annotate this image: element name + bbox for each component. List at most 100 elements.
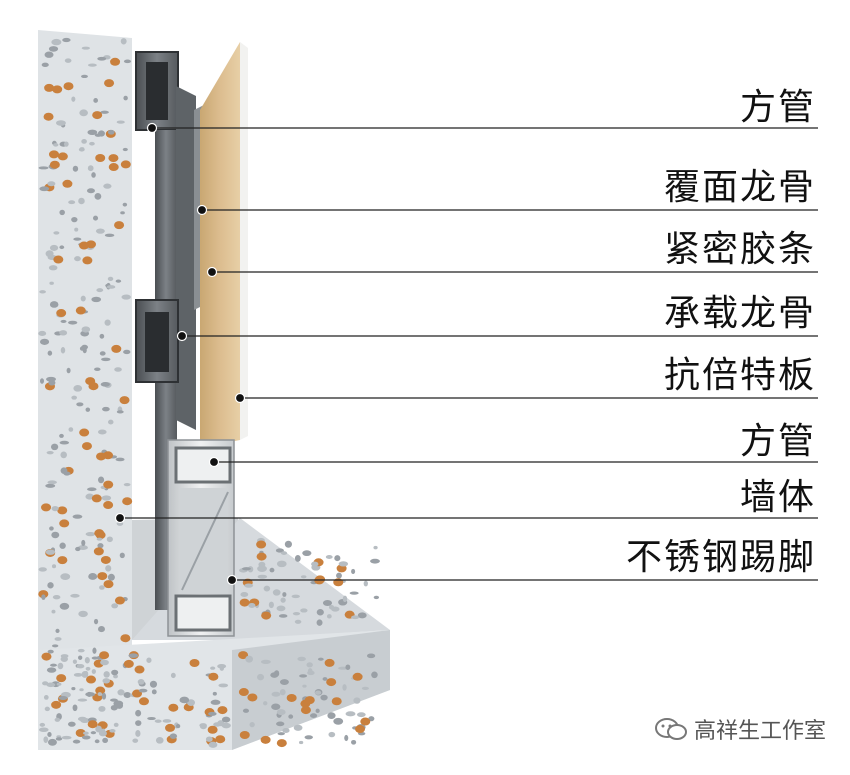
- aggregate-speck: [61, 735, 72, 740]
- aggregate-speck: [103, 451, 114, 460]
- watermark: 高祥生工作室: [654, 713, 826, 745]
- aggregate-speck: [351, 568, 356, 575]
- aggregate-speck: [91, 172, 96, 178]
- aggregate-speck: [249, 722, 255, 728]
- aggregate-speck: [50, 443, 59, 451]
- aggregate-speck: [55, 737, 63, 741]
- aggregate-speck: [59, 433, 64, 438]
- aggregate-speck: [56, 674, 67, 683]
- aggregate-speck: [105, 565, 112, 572]
- aggregate-speck: [84, 671, 89, 676]
- aggregate-speck: [93, 215, 99, 221]
- skirting-tube-top: [174, 446, 232, 484]
- aggregate-speck: [60, 346, 66, 354]
- aggregate-speck: [43, 112, 54, 121]
- aggregate-speck: [107, 573, 115, 581]
- aggregate-speck: [304, 696, 315, 705]
- aggregate-speck: [302, 550, 312, 557]
- aggregate-speck: [94, 192, 102, 200]
- aggregate-speck: [123, 95, 128, 101]
- aggregate-speck: [81, 735, 91, 740]
- aggregate-speck: [138, 697, 149, 706]
- aggregate-speck: [208, 711, 217, 716]
- aggregate-speck: [84, 657, 90, 664]
- aggregate-speck: [46, 682, 56, 688]
- aggregate-speck: [51, 38, 62, 46]
- aggregate-speck: [77, 698, 88, 702]
- aggregate-speck: [81, 139, 87, 144]
- aggregate-speck: [83, 731, 89, 735]
- aggregate-speck: [286, 693, 297, 702]
- aggregate-speck: [51, 531, 60, 539]
- aggregate-speck: [316, 609, 324, 616]
- aggregate-speck: [44, 83, 55, 92]
- aggregate-speck: [86, 675, 97, 684]
- aggregate-speck: [52, 85, 63, 94]
- aggregate-speck: [94, 529, 105, 538]
- aggregate-speck: [344, 734, 349, 742]
- aggregate-speck: [107, 129, 115, 135]
- aggregate-speck: [57, 506, 68, 515]
- aggregate-speck: [106, 536, 113, 543]
- aggregate-speck: [135, 720, 142, 726]
- aggregate-speck: [215, 735, 226, 744]
- aggregate-speck: [134, 665, 145, 674]
- aggregate-speck: [327, 712, 336, 720]
- aggregate-speck: [68, 200, 76, 205]
- aggregate-speck: [103, 480, 114, 489]
- aggregate-speck: [238, 651, 249, 660]
- aggregate-speck: [207, 725, 218, 734]
- aggregate-speck: [95, 228, 105, 234]
- aggregate-speck: [93, 618, 99, 625]
- aggregate-speck: [100, 110, 109, 114]
- aggregate-speck: [41, 503, 52, 512]
- label-load-bearing-keel: 承载龙骨: [663, 293, 816, 334]
- aggregate-speck: [49, 301, 59, 308]
- aggregate-speck: [97, 429, 107, 435]
- aggregate-speck: [81, 442, 92, 451]
- aggregate-speck: [79, 346, 85, 351]
- aggregate-speck: [60, 319, 67, 323]
- aggregate-speck: [55, 120, 66, 126]
- aggregate-speck: [47, 738, 57, 746]
- aggregate-speck: [57, 556, 68, 565]
- aggregate-speck: [46, 451, 54, 455]
- aggregate-speck: [320, 694, 328, 701]
- aggregate-speck: [107, 276, 114, 281]
- aggregate-speck: [221, 722, 231, 729]
- aggregate-speck: [109, 729, 116, 733]
- aggregate-speck: [128, 653, 139, 658]
- aggregate-speck: [79, 147, 85, 151]
- aggregate-speck: [59, 519, 70, 528]
- aggregate-speck: [345, 711, 356, 717]
- aggregate-speck: [102, 678, 111, 684]
- aggregate-speck: [47, 731, 52, 737]
- panel-edge: [240, 42, 248, 440]
- aggregate-speck: [299, 674, 308, 678]
- aggregate-speck: [120, 211, 125, 215]
- aggregate-speck: [113, 674, 118, 679]
- aggregate-speck: [66, 367, 71, 374]
- aggregate-speck: [137, 679, 145, 685]
- aggregate-speck: [58, 695, 68, 701]
- aggregate-speck: [280, 597, 286, 603]
- aggregate-speck: [63, 82, 74, 91]
- aggregate-speck: [221, 716, 231, 723]
- aggregate-speck: [39, 186, 50, 192]
- aggregate-speck: [276, 739, 287, 748]
- aggregate-speck: [110, 698, 118, 702]
- aggregate-speck: [351, 739, 357, 745]
- aggregate-speck: [113, 722, 119, 727]
- aggregate-speck: [123, 349, 131, 355]
- aggregate-speck: [99, 333, 105, 339]
- aggregate-speck: [39, 338, 50, 345]
- aggregate-speck: [338, 666, 348, 670]
- aggregate-speck: [63, 471, 71, 476]
- aggregate-speck: [97, 130, 105, 137]
- aggregate-speck: [44, 51, 54, 58]
- aggregate-speck: [123, 691, 132, 699]
- aggregate-speck: [79, 688, 84, 692]
- aggregate-speck: [187, 699, 195, 707]
- aggregate-speck: [82, 256, 93, 265]
